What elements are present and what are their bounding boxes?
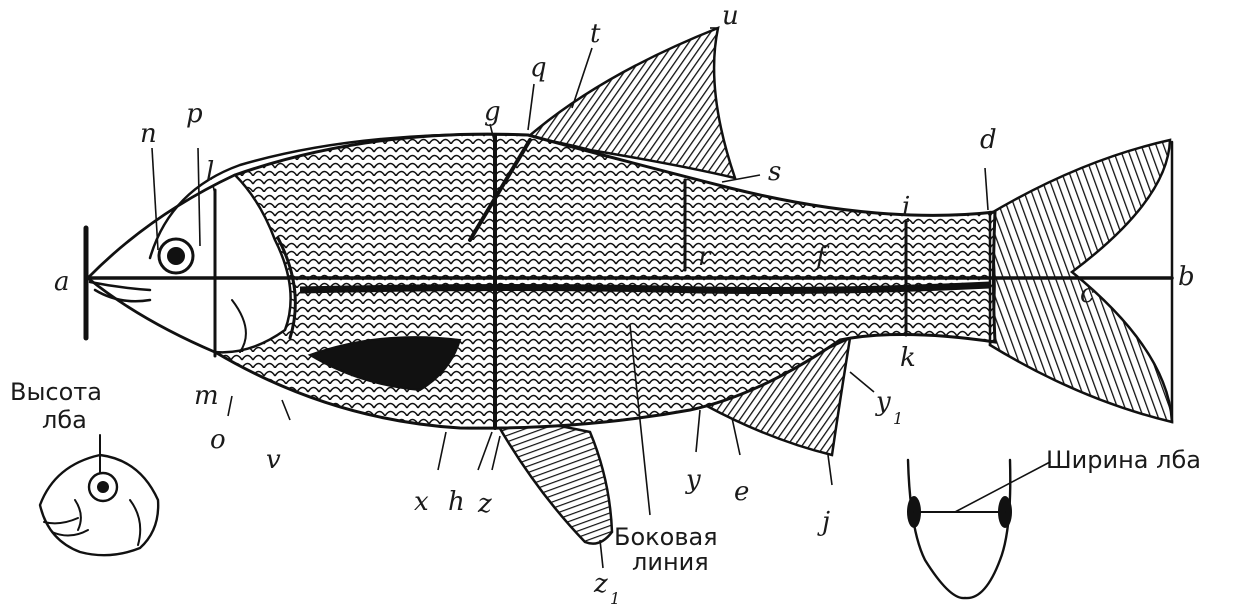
label-i: i bbox=[902, 192, 910, 222]
label-l: l bbox=[206, 157, 214, 187]
inset-top-head-outline bbox=[908, 460, 1010, 598]
forehead-height-caption-line1: Высота bbox=[10, 378, 102, 406]
forehead-width-inset bbox=[907, 460, 1050, 598]
inset-eye-pupil bbox=[97, 481, 109, 493]
label-b: b bbox=[1178, 262, 1195, 292]
label-s: s bbox=[768, 157, 781, 187]
label-g: g bbox=[484, 97, 501, 127]
lateral-line-caption-line1: Боковая bbox=[614, 523, 718, 551]
label-z: z bbox=[477, 489, 492, 519]
label-e: e bbox=[734, 477, 749, 507]
label-u: u bbox=[722, 1, 739, 31]
fish-body bbox=[88, 134, 995, 428]
label-p: p bbox=[186, 99, 203, 129]
label-y1: y bbox=[875, 387, 891, 417]
label-x: x bbox=[414, 487, 429, 517]
eye-pupil bbox=[167, 247, 185, 265]
label-y: y bbox=[685, 465, 701, 495]
lateral-line-caption-line2: линия bbox=[632, 548, 709, 576]
forehead-height-caption-line2: лба bbox=[42, 406, 87, 434]
label-k: k bbox=[900, 343, 916, 373]
label-h: h bbox=[448, 487, 465, 517]
label-c: c bbox=[1080, 279, 1095, 309]
label-j: j bbox=[817, 507, 830, 537]
label-n: n bbox=[140, 119, 157, 149]
label-m: m bbox=[194, 381, 219, 411]
label-q: q bbox=[530, 53, 547, 83]
label-y1-subscript: 1 bbox=[893, 409, 903, 428]
pelvic-fin bbox=[495, 420, 612, 544]
label-t: t bbox=[590, 19, 601, 49]
forehead-height-inset bbox=[40, 435, 158, 555]
lateral-line-band bbox=[300, 285, 990, 290]
forehead-width-caption: Ширина лба bbox=[1046, 446, 1201, 474]
label-d: d bbox=[980, 125, 997, 155]
label-z1-subscript: 1 bbox=[610, 589, 620, 606]
label-r: r bbox=[698, 242, 712, 272]
label-a: a bbox=[54, 267, 70, 297]
label-z1: z bbox=[593, 569, 608, 599]
label-v: v bbox=[266, 445, 281, 475]
label-o: o bbox=[210, 425, 226, 455]
